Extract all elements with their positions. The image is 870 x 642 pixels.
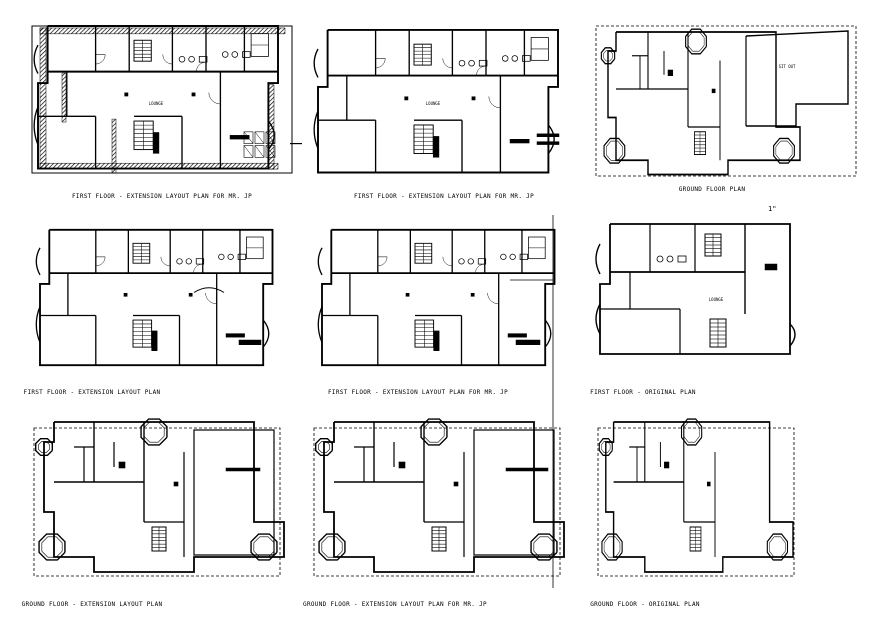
plan-2 [313,28,560,174]
guide-line [510,215,554,588]
plan-4 [35,228,274,367]
plan-caption-6: FIRST FLOOR - ORIGINAL PLAN [590,389,696,396]
corner-mark: 1" [768,205,777,213]
plan-6 [595,223,796,355]
plan-5 [317,228,556,367]
plan-1 [31,25,302,174]
plan-caption-9: GROUND FLOOR - ORIGINAL PLAN [590,601,700,608]
plan-caption-2: FIRST FLOOR - EXTENSION LAYOUT PLAN FOR … [354,193,534,200]
plan-8 [313,418,565,577]
plan-caption-5: FIRST FLOOR - EXTENSION LAYOUT PLAN FOR … [328,389,508,396]
room-label-lounge-6: LOUNGE [708,297,724,302]
plan-caption-4: FIRST FLOOR - EXTENSION LAYOUT PLAN [23,389,161,396]
room-label-sit-out: SIT OUT [778,64,796,69]
room-label-lounge-2: LOUNGE [425,101,441,106]
plan-3 [595,25,857,177]
plan-caption-3: GROUND FLOOR PLAN [678,186,746,193]
plan-9 [597,418,795,577]
plan-caption-1: FIRST FLOOR - EXTENSION LAYOUT PLAN FOR … [72,193,252,200]
plan-caption-8: GROUND FLOOR - EXTENSION LAYOUT PLAN FOR… [303,601,487,608]
plan-caption-7: GROUND FLOOR - EXTENSION LAYOUT PLAN [21,601,163,608]
room-label-lounge-1: LOUNGE [148,101,164,106]
plan-7 [33,418,285,577]
